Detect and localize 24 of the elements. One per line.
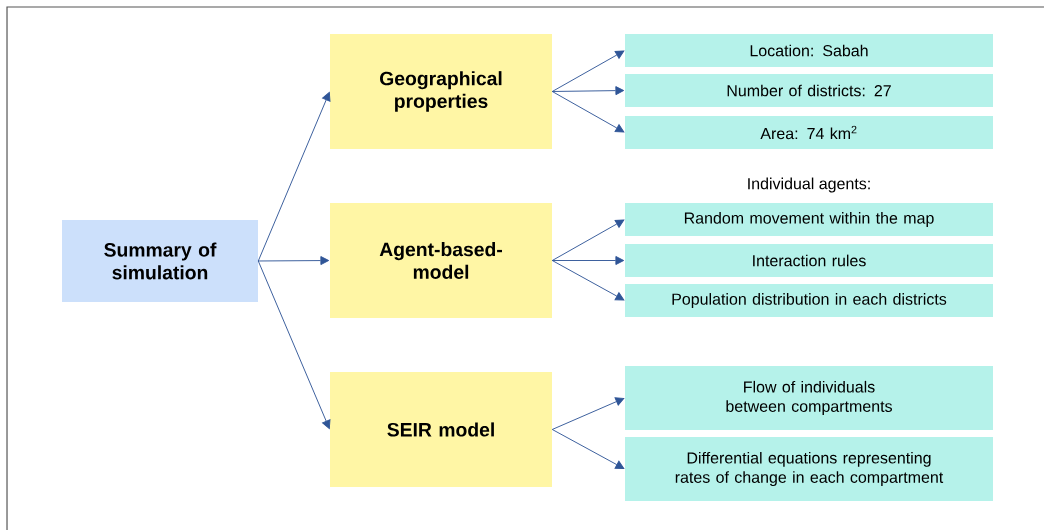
arrow [551, 260, 625, 301]
arrow [551, 91, 625, 133]
arrow [257, 260, 331, 429]
detail-box: Area: 74 km$^{2}$ [625, 116, 993, 149]
arrow [551, 429, 625, 469]
category-box: Geographical properties [330, 34, 552, 149]
arrow [551, 50, 625, 92]
arrow [551, 397, 625, 430]
detail-box: Random movement within the map [625, 203, 993, 236]
category-box: SEIR model [330, 372, 552, 487]
arrow [551, 256, 625, 265]
detail-box: Flow of individuals between compartments [625, 366, 993, 430]
summary-box: Summary of simulation [62, 220, 258, 302]
note-text: Individual agents: [748, 177, 870, 193]
detail-box: Interaction rules [625, 244, 993, 277]
arrow [551, 86, 625, 96]
arrow [257, 256, 330, 266]
detail-box: Population distribution in each districts [625, 284, 993, 317]
detail-box: Differential equations representing rates of change in each compartment [625, 437, 993, 501]
category-box: Agent-based-model [330, 203, 552, 318]
detail-box: Number of districts: 27 [625, 74, 993, 107]
arrow [257, 92, 331, 262]
detail-box: Location: Sabah [625, 34, 993, 67]
arrow [551, 219, 625, 261]
